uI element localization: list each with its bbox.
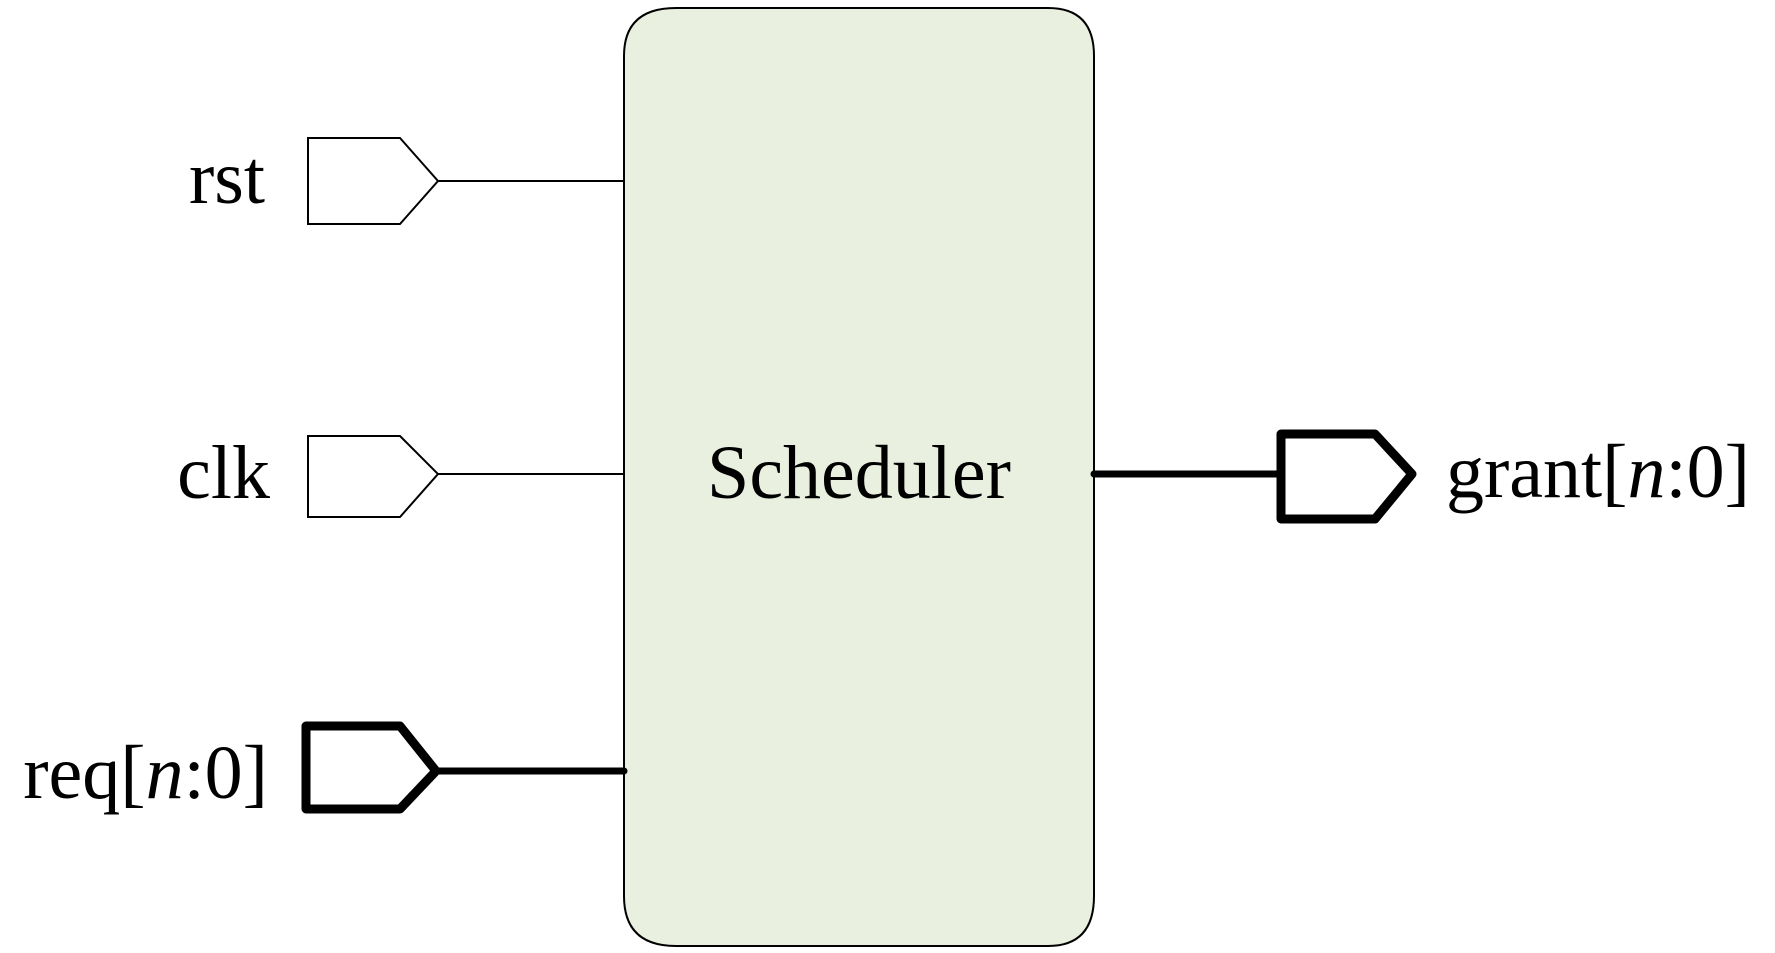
clk-port-symbol bbox=[307, 435, 440, 518]
scheduler-block-body bbox=[623, 7, 1095, 947]
rst-label: rst bbox=[189, 136, 265, 220]
req-label: req[n:0] bbox=[23, 731, 268, 815]
req-port-symbol bbox=[301, 721, 441, 814]
grant-port: grant[n:0] bbox=[1090, 429, 1750, 524]
clk-port: clk bbox=[177, 431, 624, 518]
rst-port-symbol bbox=[307, 137, 440, 225]
grant-label: grant[n:0] bbox=[1446, 430, 1750, 514]
grant-port-symbol bbox=[1276, 429, 1417, 524]
scheduler-block: Scheduler bbox=[623, 7, 1095, 947]
clk-label: clk bbox=[177, 431, 270, 515]
req-port: req[n:0] bbox=[23, 721, 628, 815]
scheduler-label: Scheduler bbox=[707, 431, 1011, 515]
rst-port: rst bbox=[189, 136, 624, 225]
